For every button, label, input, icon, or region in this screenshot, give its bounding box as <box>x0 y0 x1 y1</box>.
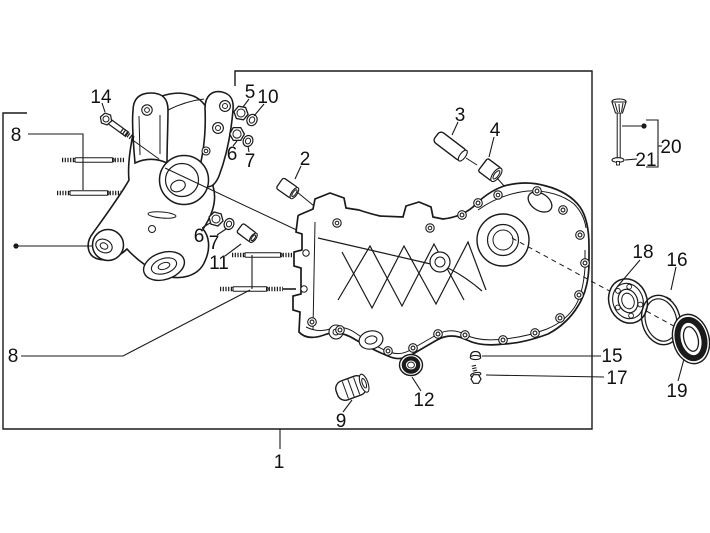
callout-label-18: 18 <box>632 242 653 263</box>
callout-label-9: 9 <box>336 411 347 432</box>
leader-14 <box>101 102 106 113</box>
leader-12 <box>411 376 422 392</box>
case-oval-port <box>527 191 553 213</box>
part-washer-7-upper <box>242 134 254 148</box>
part-stud-group-upper <box>57 157 125 196</box>
callout-label-19: 19 <box>666 381 687 402</box>
callout-label-14: 14 <box>90 87 112 108</box>
part-dipstick-20 <box>611 98 627 166</box>
part-nut-6-upper <box>228 126 246 142</box>
callout-label-6-lower: 6 <box>194 226 205 247</box>
leader-10 <box>253 103 265 117</box>
callout-label-12: 12 <box>413 390 434 411</box>
part-oil-seal-19 <box>671 313 710 365</box>
callout-label-16: 16 <box>666 250 687 271</box>
leader-6-upper <box>232 140 238 147</box>
leader-9 <box>342 399 353 413</box>
part-nut-6-lower <box>208 211 224 227</box>
callout-label-11: 11 <box>209 253 229 274</box>
callout-label-7-lower: 7 <box>209 233 220 254</box>
part-cap-15 <box>469 350 482 361</box>
callout-label-15: 15 <box>601 346 622 367</box>
callout-leader-lines <box>16 98 685 449</box>
part-sleeve-11 <box>236 223 258 244</box>
leader-7-lower <box>216 228 227 236</box>
leader-21 <box>624 158 638 161</box>
leader-18 <box>616 259 641 288</box>
callout-label-20: 20 <box>660 137 681 158</box>
leader-3 <box>451 121 459 136</box>
frame-border <box>2 70 593 430</box>
part-pin-3 <box>433 131 468 162</box>
callout-label-4: 4 <box>490 120 501 141</box>
callout-label-5: 5 <box>245 82 256 103</box>
leader-reference-dot <box>13 243 19 249</box>
part-dowel-2 <box>276 177 300 200</box>
assembly-line-bolt14 <box>133 140 160 160</box>
callout-label-3: 3 <box>455 105 466 126</box>
callout-label-8-lower: 8 <box>8 346 19 367</box>
part-washer-7-lower <box>223 217 235 231</box>
callout-label-10: 10 <box>257 87 278 108</box>
part-screw-17 <box>470 364 482 384</box>
part-stud-group-lower <box>220 252 308 292</box>
leader-8-lower <box>21 289 251 357</box>
crankshaft-axis-line <box>511 237 695 338</box>
leader-5 <box>242 98 250 108</box>
leader-6-lower <box>201 222 211 229</box>
part-bearing-4 <box>478 158 503 183</box>
assembly-line-halves <box>164 167 304 234</box>
leader-20-bracket <box>646 119 659 168</box>
part-nut-5 <box>233 105 249 121</box>
callout-label-17: 17 <box>606 368 627 389</box>
part-seal-12 <box>398 353 424 377</box>
leader-16 <box>670 266 677 291</box>
leader-17 <box>485 374 605 378</box>
part-bolt-14 <box>99 112 135 142</box>
part-bushing-9 <box>335 373 370 401</box>
part-bearing-18 <box>607 278 649 324</box>
bracket-right-arm <box>195 90 234 188</box>
callout-label-2: 2 <box>300 149 311 170</box>
part-right-crankcase <box>292 182 590 360</box>
leader-19 <box>677 358 685 382</box>
callout-labels: 1 2 3 4 5 10 6 7 8 8 14 6 7 11 9 12 15 1… <box>8 82 688 473</box>
leader-2 <box>294 165 302 180</box>
callout-label-21: 21 <box>635 150 656 171</box>
leader-7-upper <box>247 145 250 153</box>
leader-4 <box>488 136 495 158</box>
leader-20-dot <box>641 123 647 129</box>
case-bolt-ears <box>307 186 590 356</box>
part-circlip-16 <box>640 294 682 346</box>
callout-label-1: 1 <box>274 452 285 473</box>
leader-11 <box>224 243 242 257</box>
callout-label-7-upper: 7 <box>245 151 256 172</box>
callout-label-6-upper: 6 <box>227 144 238 165</box>
callout-label-8-upper: 8 <box>11 125 22 146</box>
leader-8-upper <box>28 133 84 190</box>
